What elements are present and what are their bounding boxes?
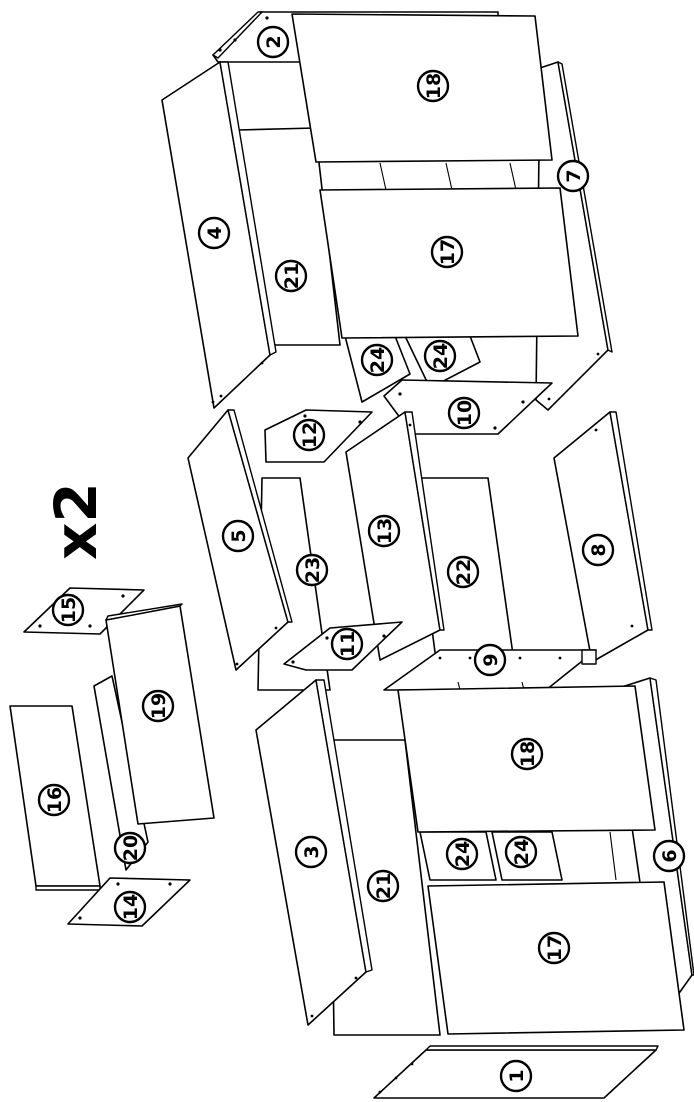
part-20-back (93, 675, 149, 871)
callout-label: 24 (511, 839, 533, 865)
callout-label: 14 (120, 894, 142, 920)
callout-label: 17 (544, 935, 566, 961)
callout-label: 1 (506, 1069, 528, 1082)
callout-label: 13 (374, 518, 396, 544)
multiplier-label: x2 (42, 482, 110, 560)
callout-label: 15 (58, 597, 80, 623)
callout-c17a: 17 (430, 235, 464, 269)
callout-label: 20 (120, 835, 142, 861)
callout-label: 24 (367, 347, 389, 373)
callout-c6: 6 (652, 839, 686, 873)
callout-label: 17 (437, 239, 459, 265)
callout-c17b: 17 (537, 931, 571, 965)
callout-c5: 5 (221, 519, 255, 553)
callout-label: 22 (453, 559, 475, 585)
callout-c21b: 21 (366, 869, 400, 903)
callout-c4: 4 (197, 216, 231, 250)
callout-label: 24 (430, 343, 452, 369)
callout-c13: 13 (367, 514, 401, 548)
callout-label: 5 (228, 529, 250, 542)
callout-c3: 3 (294, 835, 328, 869)
callout-c1: 1 (499, 1059, 533, 1093)
callout-label: 7 (563, 169, 585, 182)
callout-c19: 19 (141, 689, 175, 723)
callout-c24a: 24 (360, 343, 394, 377)
callout-c16: 16 (37, 783, 71, 817)
callout-c18b: 18 (510, 737, 544, 771)
callout-label: 18 (423, 73, 445, 99)
callout-label: 2 (263, 35, 285, 48)
callout-c14: 14 (113, 890, 147, 924)
callout-label: 11 (337, 631, 359, 657)
callout-c8: 8 (581, 533, 615, 567)
callout-c15: 15 (51, 593, 85, 627)
callout-label: 8 (588, 543, 610, 556)
callout-c7: 7 (556, 159, 590, 193)
callout-label: 4 (204, 226, 226, 239)
callout-label: 6 (659, 849, 681, 862)
callout-c23: 23 (295, 553, 329, 587)
callout-label: 24 (452, 841, 474, 867)
callout-c20: 20 (113, 831, 147, 865)
callout-label: 3 (301, 845, 323, 858)
callout-c22: 22 (446, 555, 480, 589)
callout-c24d: 24 (504, 835, 538, 869)
callout-c18a: 18 (416, 69, 450, 103)
callout-c10: 10 (447, 396, 481, 430)
callout-label: 19 (148, 693, 170, 719)
callout-label: 21 (373, 873, 395, 899)
callout-label: 21 (281, 263, 303, 289)
callout-c9: 9 (473, 643, 507, 677)
callout-c24b: 24 (423, 339, 457, 373)
upper-cabinet (161, 11, 613, 435)
callout-c11: 11 (330, 627, 364, 661)
drawer-subassembly (9, 587, 215, 927)
callout-label: 12 (299, 422, 321, 448)
callout-label: 18 (517, 741, 539, 767)
callout-label: 23 (302, 557, 324, 583)
callout-c2: 2 (256, 25, 290, 59)
callout-c12: 12 (292, 418, 326, 452)
callout-label: 9 (480, 653, 502, 666)
callout-label: 16 (44, 787, 66, 813)
callout-c24c: 24 (445, 837, 479, 871)
lower-cabinet (255, 677, 694, 1099)
callout-c21a: 21 (274, 259, 308, 293)
callout-label: 10 (454, 400, 476, 426)
part-2-top-edge (212, 11, 263, 59)
